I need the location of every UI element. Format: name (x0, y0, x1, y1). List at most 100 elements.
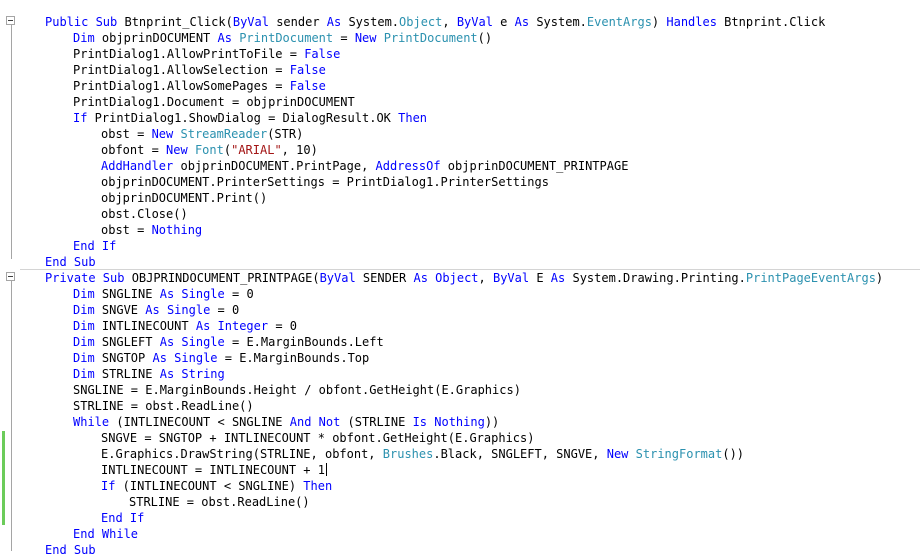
code-token: obfont = (101, 143, 167, 157)
code-token: StreamReader (180, 127, 268, 141)
code-line[interactable]: Dim objprinDOCUMENT As PrintDocument = N… (17, 30, 920, 46)
code-token: If (101, 479, 116, 493)
code-line[interactable]: If (INTLINECOUNT < SNGLINE) Then (17, 478, 920, 494)
code-token: End Sub (45, 543, 96, 557)
code-line[interactable]: While (INTLINECOUNT < SNGLINE And Not (S… (17, 414, 920, 430)
code-token: Single (166, 303, 211, 317)
code-line[interactable]: INTLINECOUNT = INTLINECOUNT + 1 (17, 462, 920, 478)
code-token: False (289, 63, 326, 77)
code-token: Single (181, 287, 225, 301)
code-token: Handles (666, 15, 717, 29)
code-line[interactable]: E.Graphics.DrawString(STRLINE, obfont, B… (17, 446, 920, 462)
code-token: Dim (73, 351, 95, 365)
code-token (628, 447, 635, 461)
code-line[interactable]: PrintDialog1.AllowSomePages = False (17, 78, 920, 94)
code-line[interactable]: obfont = New Font("ARIAL", 10) (17, 142, 920, 158)
code-token: Public Sub (45, 15, 118, 29)
code-token: e (492, 15, 515, 29)
code-line[interactable]: PrintDialog1.AllowPrintToFile = False (17, 46, 920, 62)
code-line[interactable]: Dim SNGLEFT As Single = E.MarginBounds.L… (17, 334, 920, 350)
code-token: Dim (73, 287, 95, 301)
code-token: Btnprint_Click( (117, 15, 233, 29)
code-token: (INTLINECOUNT < SNGLINE (109, 415, 290, 429)
code-token: New (166, 143, 188, 157)
code-line[interactable]: AddHandler objprinDOCUMENT.PrintPage, Ad… (17, 158, 920, 174)
code-token: (STR) (267, 127, 304, 141)
code-token: )) (484, 415, 500, 429)
code-token: () (477, 31, 493, 45)
code-token: .Black, SNGLEFT, SNGVE, (433, 447, 607, 461)
code-token: E (529, 271, 551, 285)
code-line[interactable]: STRLINE = obst.ReadLine() (17, 494, 920, 510)
code-token: As (326, 15, 342, 29)
code-token: PrintDocument (383, 31, 478, 45)
code-token: SNGTOP (94, 351, 153, 365)
code-line[interactable]: Dim SNGTOP As Single = E.MarginBounds.To… (17, 350, 920, 366)
code-line[interactable]: objprinDOCUMENT.PrinterSettings = PrintD… (17, 174, 920, 190)
code-token: , (478, 271, 493, 285)
code-token: (STRLINE (340, 415, 413, 429)
code-token: SNGLINE = E.MarginBounds.Height / obfont… (73, 383, 521, 397)
code-token: As (550, 271, 566, 285)
code-token: Dim (73, 367, 95, 381)
code-text-area[interactable]: Public Sub Btnprint_Click( ByVal sender A… (17, 14, 920, 558)
code-token: SENDER (355, 271, 414, 285)
code-token: PrintDialog1.AllowSelection = (73, 63, 290, 77)
code-token: And Not (289, 415, 341, 429)
code-token: New (354, 31, 377, 45)
code-line[interactable]: End Sub (17, 254, 920, 270)
code-token: objprinDOCUMENT.PrintPage, (173, 159, 376, 173)
code-line[interactable]: If PrintDialog1.ShowDialog = DialogResul… (17, 110, 920, 126)
code-token: STRLINE = obst.ReadLine() (73, 399, 254, 413)
code-token: AddressOf (375, 159, 441, 173)
collapse-minus-icon[interactable] (6, 16, 15, 25)
code-token: Integer (217, 319, 269, 333)
code-line[interactable]: Private Sub OBJPRINDOCUMENT_PRINTPAGE(By… (17, 270, 920, 286)
code-token: obst = (101, 223, 152, 237)
code-line[interactable]: obst.Close() (17, 206, 920, 222)
code-token: ByVal (492, 271, 530, 285)
code-token: While (73, 415, 110, 429)
code-token: End If (73, 239, 117, 253)
code-line[interactable]: Dim SNGVE As Single = 0 (17, 302, 920, 318)
code-token: sender (268, 15, 327, 29)
code-token: False (304, 47, 341, 61)
code-token: As (413, 271, 428, 285)
code-line[interactable]: Public Sub Btnprint_Click(ByVal sender A… (17, 14, 920, 30)
code-line[interactable]: End Sub (17, 542, 920, 558)
code-line[interactable]: SNGVE = SNGTOP + INTLINECOUNT * obfont.G… (17, 430, 920, 446)
code-line[interactable]: PrintDialog1.AllowSelection = False (17, 62, 920, 78)
code-line[interactable]: Dim STRLINE As String (17, 366, 920, 382)
code-token: New (151, 127, 174, 141)
code-token: = 0 (224, 287, 254, 301)
code-line[interactable]: End While (17, 526, 920, 542)
code-token: STRLINE (94, 367, 160, 381)
code-line[interactable]: Dim SNGLINE As Single = 0 (17, 286, 920, 302)
code-token: New (606, 447, 629, 461)
code-line[interactable]: obst = Nothing (17, 222, 920, 238)
code-line[interactable]: Dim INTLINECOUNT As Integer = 0 (17, 318, 920, 334)
code-line[interactable]: objprinDOCUMENT.Print() (17, 190, 920, 206)
code-token: = 0 (268, 319, 298, 333)
code-line[interactable]: SNGLINE = E.MarginBounds.Height / obfont… (17, 382, 920, 398)
code-line[interactable]: STRLINE = obst.ReadLine() (17, 398, 920, 414)
code-token: , (442, 15, 457, 29)
code-token: EventArgs (586, 15, 652, 29)
code-token: Btnprint.Click (716, 15, 826, 29)
code-token: , 10) (281, 143, 318, 157)
code-token: Nothing (151, 223, 203, 237)
code-token (210, 319, 217, 333)
code-line[interactable]: PrintDialog1.Document = objprinDOCUMENT (17, 94, 920, 110)
code-token: As (217, 31, 232, 45)
code-token: End While (73, 527, 139, 541)
code-line[interactable]: End If (17, 238, 920, 254)
code-token: PrintDialog1.AllowSomePages = (73, 79, 290, 93)
code-token: As (159, 367, 175, 381)
code-token: Then (398, 111, 428, 125)
collapse-minus-icon[interactable] (6, 272, 15, 281)
code-token: As (514, 15, 530, 29)
code-line[interactable]: obst = New StreamReader(STR) (17, 126, 920, 142)
code-line[interactable]: End If (17, 510, 920, 526)
code-token: ) (875, 271, 884, 285)
